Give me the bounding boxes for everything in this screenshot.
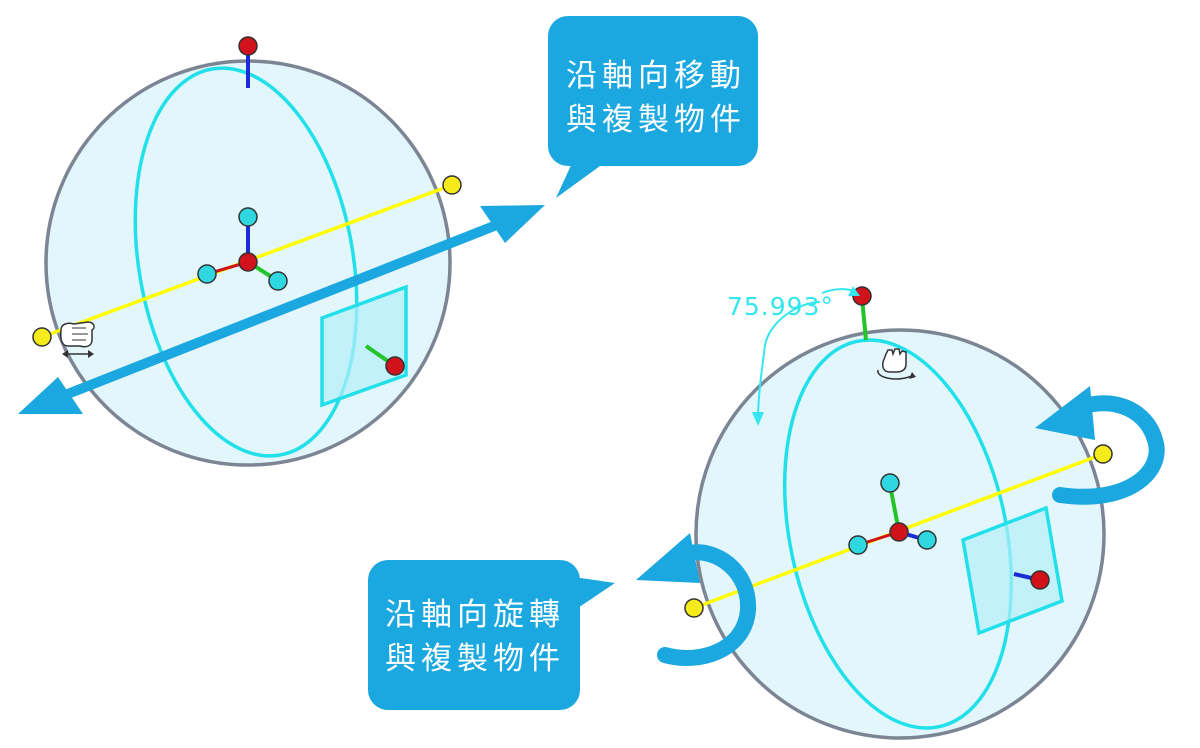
- callout-rotate-bubble: [368, 560, 615, 710]
- callout-move-text: 沿軸向移動 與複製物件: [556, 54, 756, 142]
- right-triad-center-handle[interactable]: [889, 522, 909, 542]
- callout-rotate-text: 沿軸向旋轉 與複製物件: [370, 593, 580, 681]
- callout-rotate-line1: 沿軸向旋轉: [385, 597, 565, 633]
- right-triad-top-handle[interactable]: [880, 473, 900, 493]
- left-triad-center-handle[interactable]: [238, 252, 258, 272]
- callout-rotate-line2: 與複製物件: [385, 641, 565, 677]
- right-triad-left-handle[interactable]: [848, 535, 868, 555]
- left-plane-normal-handle[interactable]: [385, 356, 405, 376]
- left-axis-end-handle-right[interactable]: [442, 175, 462, 195]
- callout-move-bubble: [548, 16, 758, 198]
- right-sphere-manipulator: [684, 286, 1113, 748]
- left-top-handle[interactable]: [238, 36, 258, 56]
- right-axis-end-handle-left[interactable]: [684, 598, 704, 618]
- hand-move-cursor-icon: [60, 321, 95, 358]
- left-sphere-ring[interactable]: [107, 50, 386, 473]
- right-plane-normal-handle[interactable]: [1030, 570, 1050, 590]
- right-sphere-ring[interactable]: [751, 319, 1044, 748]
- callout-move-line1: 沿軸向移動: [566, 58, 746, 94]
- right-plane-handle[interactable]: [961, 505, 1064, 636]
- right-triad-right-handle[interactable]: [917, 530, 937, 550]
- rotate-arrow-icon-left: [636, 533, 757, 666]
- rotation-angle-label: 75.993°: [727, 292, 834, 321]
- left-sphere-manipulator: [32, 36, 462, 473]
- hand-rotate-cursor-icon: [877, 348, 916, 380]
- angle-indicator: [752, 286, 860, 426]
- left-plane-handle[interactable]: [320, 284, 408, 408]
- double-arrow-move-icon: [18, 205, 545, 414]
- left-triad-top-handle[interactable]: [238, 207, 258, 227]
- right-axis-end-handle-right[interactable]: [1093, 444, 1113, 464]
- left-triad-right-handle[interactable]: [268, 271, 288, 291]
- callout-move-line2: 與複製物件: [566, 102, 746, 138]
- rotate-arrow-icon: [1035, 386, 1165, 505]
- left-axis-end-handle-left[interactable]: [32, 327, 52, 347]
- left-triad-left-handle[interactable]: [197, 264, 217, 284]
